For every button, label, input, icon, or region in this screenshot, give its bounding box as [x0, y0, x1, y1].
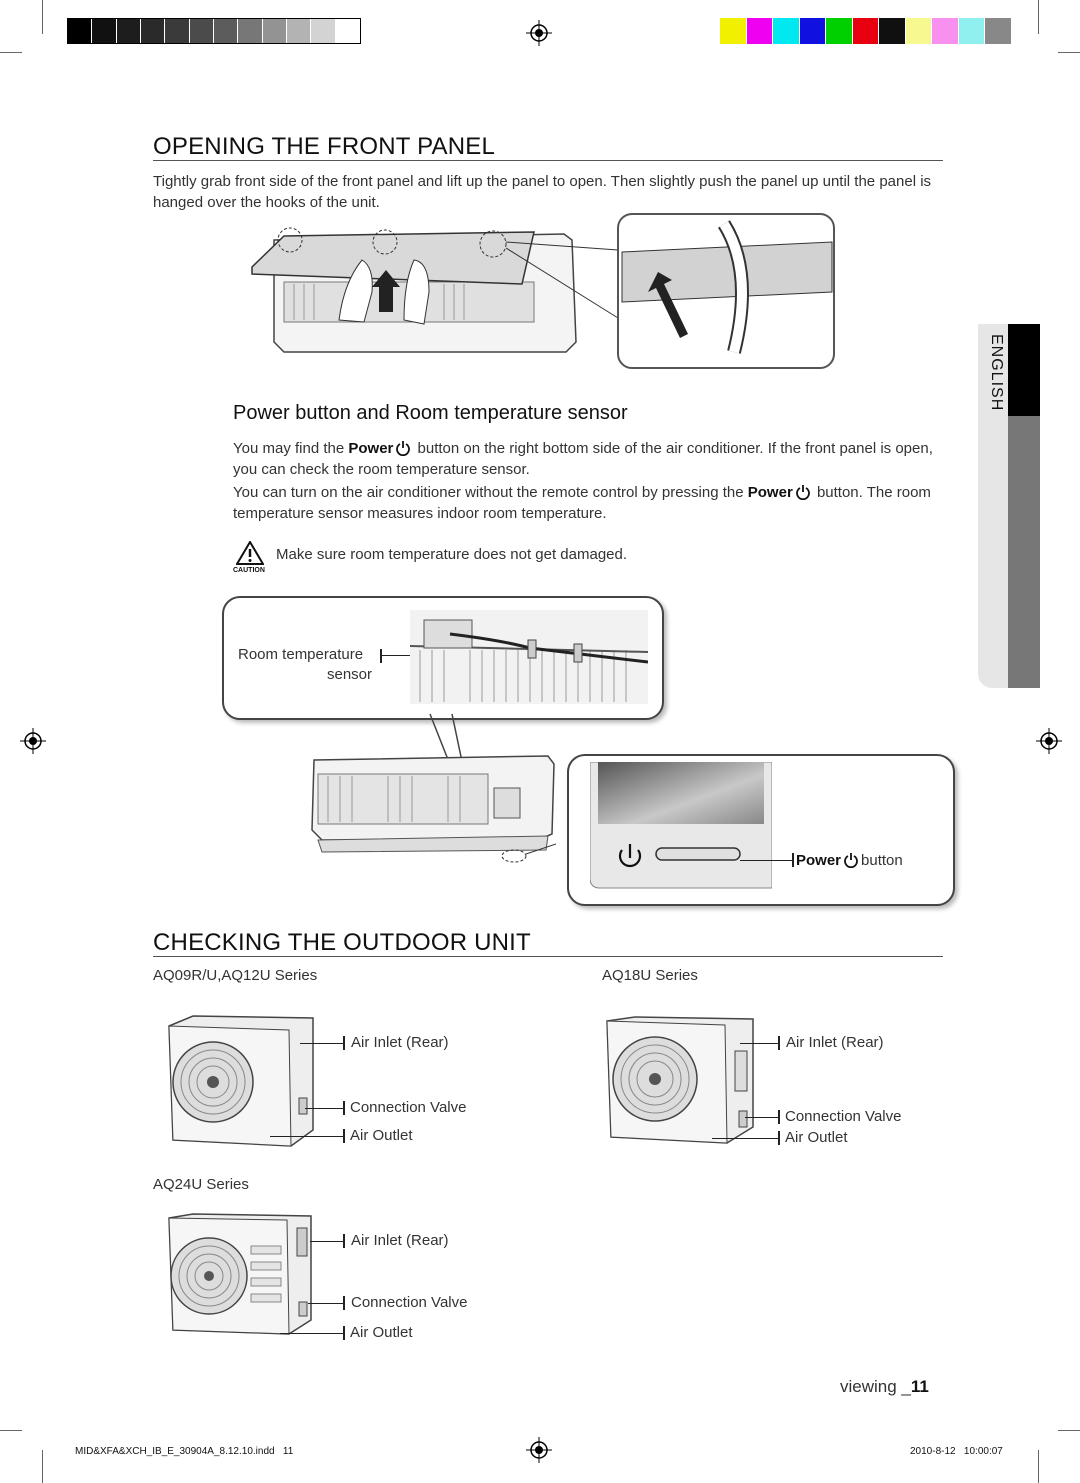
sensor-closeup-illustration — [410, 610, 648, 704]
color-swatch — [879, 18, 905, 44]
color-swatch — [746, 18, 773, 44]
label-leader — [380, 655, 436, 656]
outdoor-unit-aq18-illustration — [606, 1016, 754, 1144]
color-swatch — [262, 19, 286, 43]
front-panel-instructions: Tightly grab front side of the front pan… — [153, 173, 932, 211]
label-tick — [343, 1101, 345, 1115]
color-swatch — [799, 18, 826, 44]
air-outlet-label: Air Outlet — [350, 1324, 413, 1341]
label-leader — [270, 1136, 343, 1137]
page-number: 11 — [910, 1377, 929, 1396]
registration-mark-icon — [526, 1437, 552, 1463]
label-leader — [308, 1303, 343, 1304]
label-leader — [740, 1043, 778, 1044]
color-swatch — [238, 19, 262, 43]
label-tick — [343, 1326, 345, 1340]
registration-mark-icon — [1036, 728, 1062, 754]
connection-valve-label: Connection Valve — [350, 1099, 467, 1116]
caution-label: CAUTION — [233, 567, 265, 574]
power-icon — [396, 441, 411, 456]
color-swatch — [773, 18, 799, 44]
color-swatch — [720, 18, 746, 44]
color-swatch — [985, 18, 1011, 44]
label-leader — [712, 1138, 778, 1139]
sensor-label: Room temperature — [238, 646, 364, 663]
open-front-panel-illustration — [251, 213, 835, 369]
color-swatch — [68, 19, 92, 43]
power-paragraph-2: You can turn on the air conditioner with… — [233, 484, 931, 522]
language-tab-label: ENGLISH — [988, 334, 1005, 412]
air-inlet-label: Air Inlet (Rear) — [351, 1232, 449, 1249]
language-tab: ENGLISH — [978, 324, 1040, 688]
air-outlet-label: Air Outlet — [785, 1129, 848, 1146]
unit-series-label: AQ18U Series — [602, 967, 698, 984]
label-tick — [778, 1036, 780, 1050]
unit-series-label: AQ09R/U,AQ12U Series — [153, 967, 318, 984]
print-footer-filename: MID&XFA&XCH_IB_E_30904A_8.12.10.indd 11 — [75, 1446, 294, 1457]
indoor-unit-illustration — [311, 755, 556, 863]
color-swatch — [905, 18, 932, 44]
label-tick — [778, 1110, 780, 1124]
page-footer: viewing _11 — [840, 1377, 929, 1397]
color-swatch — [116, 19, 140, 43]
color-swatch — [287, 19, 311, 43]
page-footer-word: viewing _ — [840, 1377, 911, 1396]
label-leader — [745, 1117, 778, 1118]
label-leader — [310, 1241, 343, 1242]
color-swatch — [852, 18, 879, 44]
registration-mark-icon — [526, 20, 552, 46]
label-tick — [343, 1296, 345, 1310]
label-leader — [305, 1108, 343, 1109]
caution-text: Make sure room temperature does not get … — [276, 546, 628, 563]
color-swatch — [335, 19, 359, 43]
color-swatch — [826, 18, 852, 44]
color-swatch — [165, 19, 189, 43]
connection-valve-label: Connection Valve — [785, 1108, 902, 1125]
label-tick — [778, 1131, 780, 1145]
connection-valve-label: Connection Valve — [351, 1294, 468, 1311]
caution-icon — [236, 541, 264, 565]
air-outlet-label: Air Outlet — [350, 1127, 413, 1144]
label-tick — [343, 1036, 345, 1050]
color-swatch — [932, 18, 958, 44]
unit-series-label: AQ24U Series — [153, 1176, 249, 1193]
color-swatch — [958, 18, 985, 44]
air-inlet-label: Air Inlet (Rear) — [351, 1034, 449, 1051]
label-tick — [343, 1234, 345, 1248]
section-divider — [153, 160, 943, 161]
label-leader — [280, 1333, 343, 1334]
section-title-outdoor-unit: CHECKING THE OUTDOOR UNIT — [153, 929, 531, 956]
label-tick — [343, 1129, 345, 1143]
color-swatch — [92, 19, 116, 43]
section-title-front-panel: OPENING THE FRONT PANEL — [153, 133, 495, 160]
registration-mark-icon — [20, 728, 46, 754]
color-swatch — [214, 19, 238, 43]
gray-color-bar — [67, 18, 361, 44]
color-swatch — [189, 19, 213, 43]
outdoor-unit-aq12-illustration — [168, 1015, 314, 1147]
color-swatch — [141, 19, 165, 43]
power-paragraph-1: You may find the Power button on the rig… — [233, 440, 933, 478]
label-leader — [300, 1043, 343, 1044]
label-tick — [380, 649, 382, 663]
section-divider — [153, 956, 943, 957]
power-sensor-subtitle: Power button and Room temperature sensor — [233, 402, 628, 424]
power-icon — [795, 485, 810, 500]
print-footer-timestamp: 2010-8-12 10:00:07 — [910, 1446, 1003, 1457]
label-leader — [740, 860, 792, 861]
power-panel-closeup — [590, 762, 772, 889]
process-color-bar — [720, 18, 1012, 44]
air-inlet-label: Air Inlet (Rear) — [786, 1034, 884, 1051]
outdoor-unit-aq24-illustration — [168, 1213, 312, 1335]
color-swatch — [311, 19, 335, 43]
sensor-label-line2: sensor — [327, 666, 373, 683]
label-tick — [792, 853, 794, 867]
power-icon — [844, 853, 858, 868]
